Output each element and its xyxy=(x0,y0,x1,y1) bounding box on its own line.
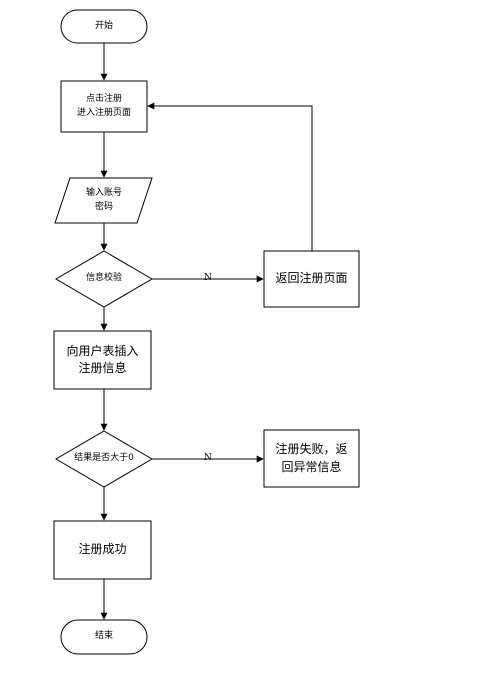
result-no-label: N xyxy=(204,453,212,463)
start-text: 开始 xyxy=(94,20,113,31)
input-account-line-1: 输入账号 xyxy=(85,188,122,199)
fail-return-label: 注册失败，返 回异常信息 xyxy=(264,430,359,487)
register-click-label: 点击注册 进入注册页面 xyxy=(61,81,147,132)
fail-return-line-1: 注册失败，返 xyxy=(275,442,348,457)
start-label: 开始 xyxy=(61,10,147,43)
register-click-box xyxy=(60,80,148,133)
result-check-text: 结果是否大于0 xyxy=(74,453,134,464)
register-click-line-1: 点击注册 xyxy=(85,94,122,105)
input-account-label: 输入账号 密码 xyxy=(62,178,146,223)
end-label: 结束 xyxy=(61,620,147,654)
verify-text: 信息校验 xyxy=(85,273,122,284)
input-account-line-2: 密码 xyxy=(94,201,113,212)
edge-return-to-register xyxy=(147,102,313,251)
result-check-label: 结果是否大于0 xyxy=(56,431,152,487)
fail-return-line-2: 回异常信息 xyxy=(281,459,342,474)
success-label: 注册成功 xyxy=(54,521,151,579)
insert-user-line-1: 向用户表插入 xyxy=(66,343,139,358)
verify-label: 信息校验 xyxy=(56,251,152,307)
end-text: 结束 xyxy=(94,631,113,642)
input-account-parallelogram xyxy=(54,177,153,224)
return-page-text: 返回注册页面 xyxy=(275,271,348,286)
return-page-label: 返回注册页面 xyxy=(264,251,359,307)
verify-no-label: N xyxy=(204,273,212,283)
insert-user-box xyxy=(53,330,152,390)
success-text: 注册成功 xyxy=(78,542,127,557)
register-click-line-2: 进入注册页面 xyxy=(76,107,131,118)
fail-return-box xyxy=(263,429,360,488)
return-page-box xyxy=(263,250,360,308)
insert-user-line-2: 注册信息 xyxy=(78,361,127,375)
insert-user-label: 向用户表插入 注册信息 xyxy=(54,331,151,389)
end-terminal xyxy=(60,619,148,655)
success-box xyxy=(53,520,152,580)
